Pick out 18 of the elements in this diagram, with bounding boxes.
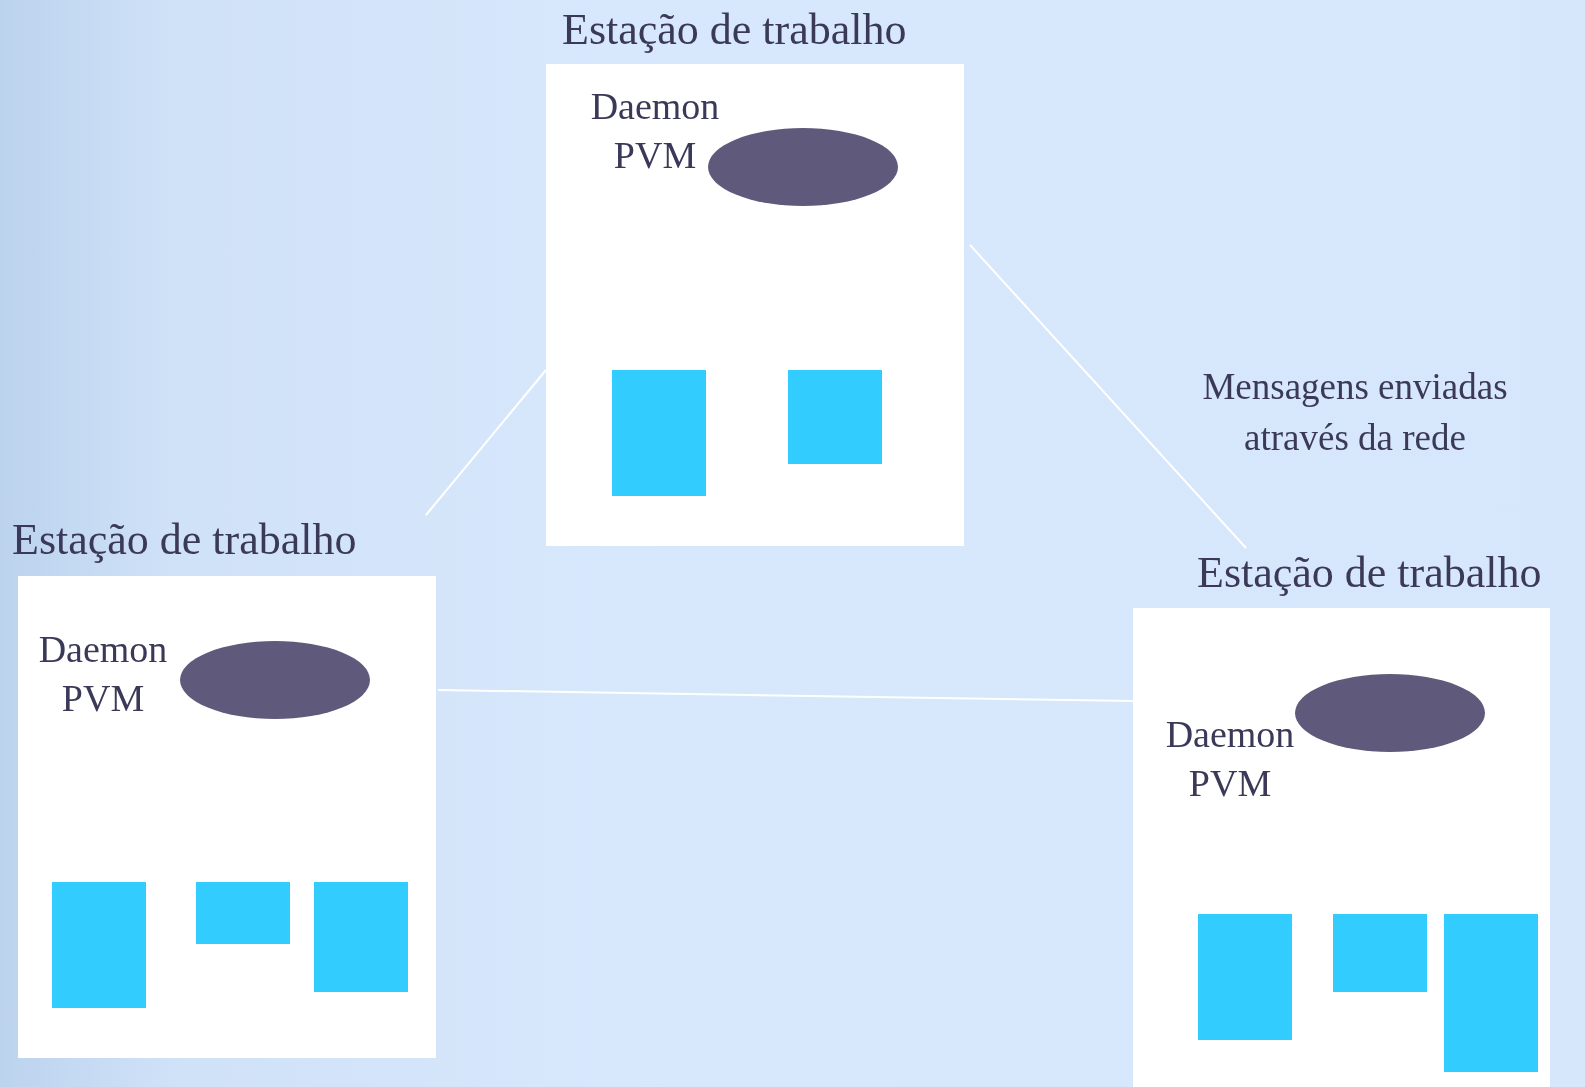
process-block [612, 370, 706, 496]
process-block [1333, 914, 1427, 992]
workstation-title: Estação de trabalho [12, 515, 357, 566]
network-note: Mensagens enviadas através da rede [1201, 365, 1509, 460]
workstation-title: Estação de trabalho [562, 5, 907, 56]
process-block [1444, 914, 1538, 1072]
connector-line [969, 244, 1247, 549]
workstation-title: Estação de trabalho [1197, 548, 1542, 599]
process-block [1198, 914, 1292, 1040]
daemon-label: Daemon PVM [589, 84, 721, 179]
process-block [788, 370, 882, 464]
daemon-label: Daemon PVM [37, 627, 169, 722]
process-block [196, 882, 290, 944]
connector-line [425, 369, 547, 516]
daemon-label: Daemon PVM [1164, 712, 1296, 807]
process-block [52, 882, 146, 1008]
process-block [314, 882, 408, 992]
connector-line [437, 689, 1134, 702]
